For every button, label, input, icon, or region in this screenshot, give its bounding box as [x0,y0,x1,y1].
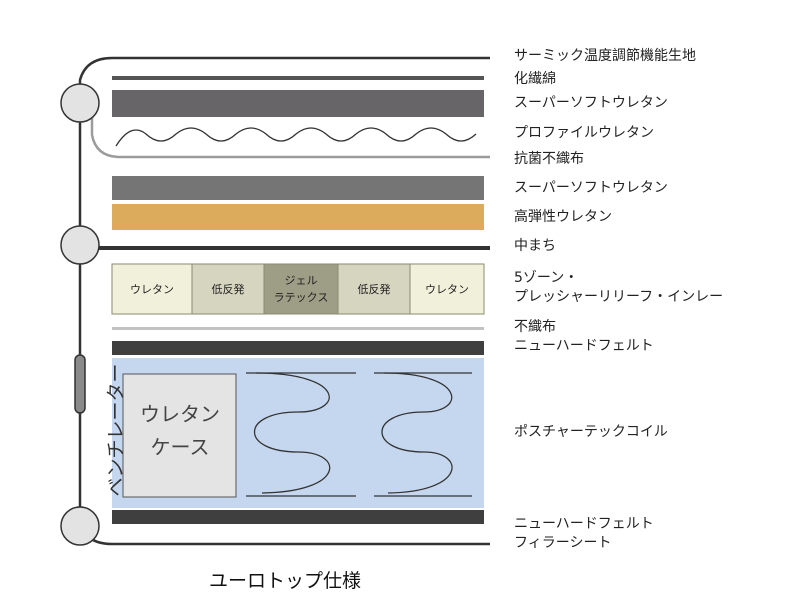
zone-text: ウレタン [425,282,469,296]
vent-circle-bottom [60,506,100,546]
ventilator-slot [74,354,86,414]
super-soft-urethane-mid-layer [112,176,484,200]
label-zone-line1: 5ゾーン・ [514,270,579,286]
label-high-resilience: 高弾性ウレタン [514,209,612,225]
urethane-case-box [122,373,237,498]
ventilator-side-label: ベンチレーター [104,363,127,497]
coil-1-spring [254,372,331,494]
zone-label-urethane-right: ウレタン [410,264,484,314]
zone-text: ラテックス [273,291,329,304]
vent-circle-middle [60,225,100,265]
label-nonwoven-line2: ニューハードフェルト [514,338,654,354]
profile-urethane-wave [115,127,477,147]
label-profile: プロファイルウレタン [514,125,654,141]
hard-felt-bottom-layer [112,510,484,524]
top-cover-outline [78,56,490,100]
hard-felt-top-layer [112,341,484,355]
zone-box-low-rebound-left [191,263,265,315]
urethane-case-line: ケース [150,435,210,459]
label-zone-line2: プレッシャーリリーフ・インレー [514,289,724,305]
urethane-case-label: ウレタン ケース [124,398,236,464]
urethane-case-line: ウレタン [140,402,220,426]
antibacterial-nonwoven-wrap [90,112,490,159]
label-thermic: サーミック温度調節機能生地 [514,48,696,64]
label-bottom-line2: フィラーシート [514,535,612,551]
diagram-caption: ユーロトップ仕様 [208,570,361,592]
label-super-soft-mid: スーパーソフトウレタン [514,180,668,196]
zone-text: 低反発 [211,282,245,296]
zone-text: 低反発 [357,282,391,296]
nonwoven-line [112,327,484,330]
zone-label-gel-latex: ジェル ラテックス [264,264,338,314]
zone-label-low-rebound-right: 低反発 [338,264,410,314]
super-soft-urethane-top-layer [112,90,484,117]
label-nakamachi: 中まち [514,238,556,254]
vent-circle-top [60,83,100,123]
zone-text: ウレタン [130,282,174,296]
zone-box-low-rebound-right [337,263,411,315]
label-fiber-cotton: 化繊綿 [514,71,556,87]
zone-box-gel-latex [263,263,339,315]
fiber-cotton-layer [112,76,484,80]
high-resilience-urethane-layer [112,204,484,230]
label-coil: ポスチャーテックコイル [514,424,668,440]
zone-text: ジェル [284,274,318,287]
zone-label-low-rebound-left: 低反発 [192,264,264,314]
label-antibacterial: 抗菌不織布 [514,151,584,167]
label-bottom-line1: ニューハードフェルト [514,516,654,532]
coil-2-spring [381,372,453,494]
label-super-soft-top: スーパーソフトウレタン [514,95,668,111]
nakamachi-line [90,246,490,250]
zone-label-urethane-left: ウレタン [112,264,192,314]
label-nonwoven-line1: 不織布 [514,319,556,335]
zone-box-urethane-right [409,263,485,315]
